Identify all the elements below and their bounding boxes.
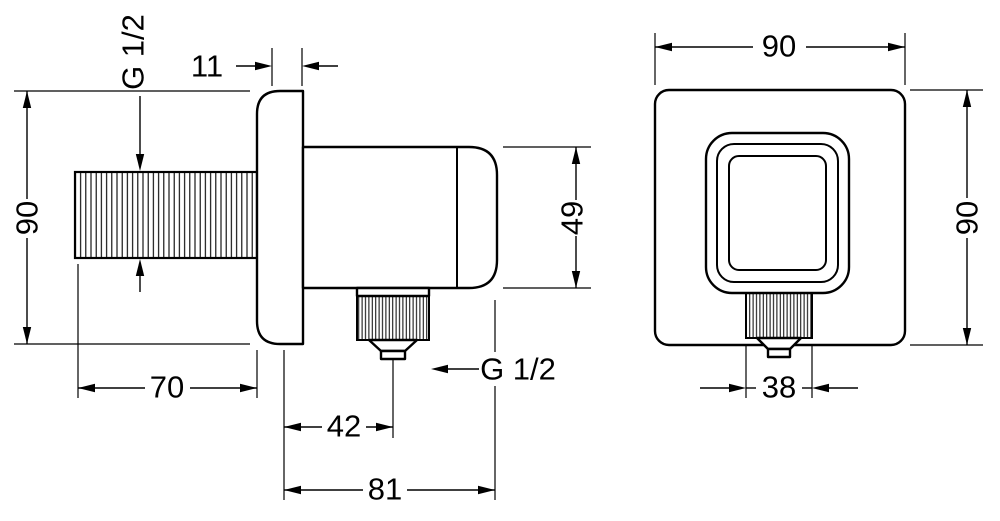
arrow-down-icon <box>22 327 32 344</box>
arrow-right-icon <box>478 485 495 495</box>
arrow-right-icon <box>888 42 905 52</box>
thread-top-label: G 1/2 <box>116 14 151 90</box>
arrow-right-icon <box>240 383 257 393</box>
threaded-pipe <box>73 170 259 260</box>
arrow-up-icon <box>571 147 581 164</box>
arrow-right-icon <box>376 422 393 432</box>
outlet-nub-side <box>379 349 407 361</box>
front-view: 90 90 38 <box>653 29 985 405</box>
pipe-length-label: 70 <box>150 370 184 405</box>
outlet-collar-side <box>355 286 431 298</box>
front-height-label: 90 <box>950 201 985 235</box>
thread-bottom-label: G 1/2 <box>480 352 556 387</box>
arrow-up-icon <box>22 91 32 108</box>
outlet-thread-side <box>356 295 430 341</box>
wall-plate-side <box>255 89 305 346</box>
arrow-down-icon <box>571 271 581 288</box>
body-height-label: 49 <box>555 201 590 235</box>
dim-total-depth: 81 <box>284 300 496 507</box>
arrow-left-icon <box>302 61 319 71</box>
dim-thread-top: G 1/2 <box>116 14 151 292</box>
dim-outlet-width: 38 <box>700 344 858 405</box>
arrow-left-icon <box>284 485 301 495</box>
dim-thread-bottom: G 1/2 <box>431 352 556 387</box>
outlet-offset-label: 42 <box>327 409 361 444</box>
outlet-thread-front <box>745 292 813 339</box>
front-width-label: 90 <box>762 29 796 64</box>
overall-height-label: 90 <box>10 201 45 235</box>
dim-outlet-offset: 42 <box>284 360 394 444</box>
dim-height-front: 90 <box>910 89 985 346</box>
holder-middle-ring <box>716 143 839 283</box>
holder-inner-ring <box>728 155 827 271</box>
dim-pipe-length: 70 <box>77 264 258 405</box>
arrow-up-icon <box>135 259 145 276</box>
overall-depth-label: 81 <box>368 472 402 507</box>
side-view: G 1/2 11 90 <box>10 14 591 507</box>
arrow-left-icon <box>812 383 829 393</box>
dim-plate-depth: 11 <box>191 48 338 86</box>
outlet-tip-front <box>755 336 803 351</box>
arrow-down-icon <box>135 154 145 171</box>
arrow-right-icon <box>729 383 746 393</box>
dim-body-height: 49 <box>503 146 591 289</box>
arrow-left-icon <box>655 42 672 52</box>
arrow-left-icon <box>78 383 95 393</box>
arrow-right-icon <box>255 61 272 71</box>
outlet-width-label: 38 <box>762 370 796 405</box>
arrow-left-icon <box>431 364 448 374</box>
arrow-left-icon <box>284 422 301 432</box>
outlet-nub-front <box>766 347 792 359</box>
dim-width-front: 90 <box>654 29 906 85</box>
dim-height-side: 90 <box>10 90 250 345</box>
outlet-tip-side <box>367 338 419 353</box>
plate-depth-label: 11 <box>191 49 223 84</box>
arrow-up-icon <box>962 90 972 107</box>
arrow-down-icon <box>962 328 972 345</box>
valve-body <box>301 145 499 290</box>
